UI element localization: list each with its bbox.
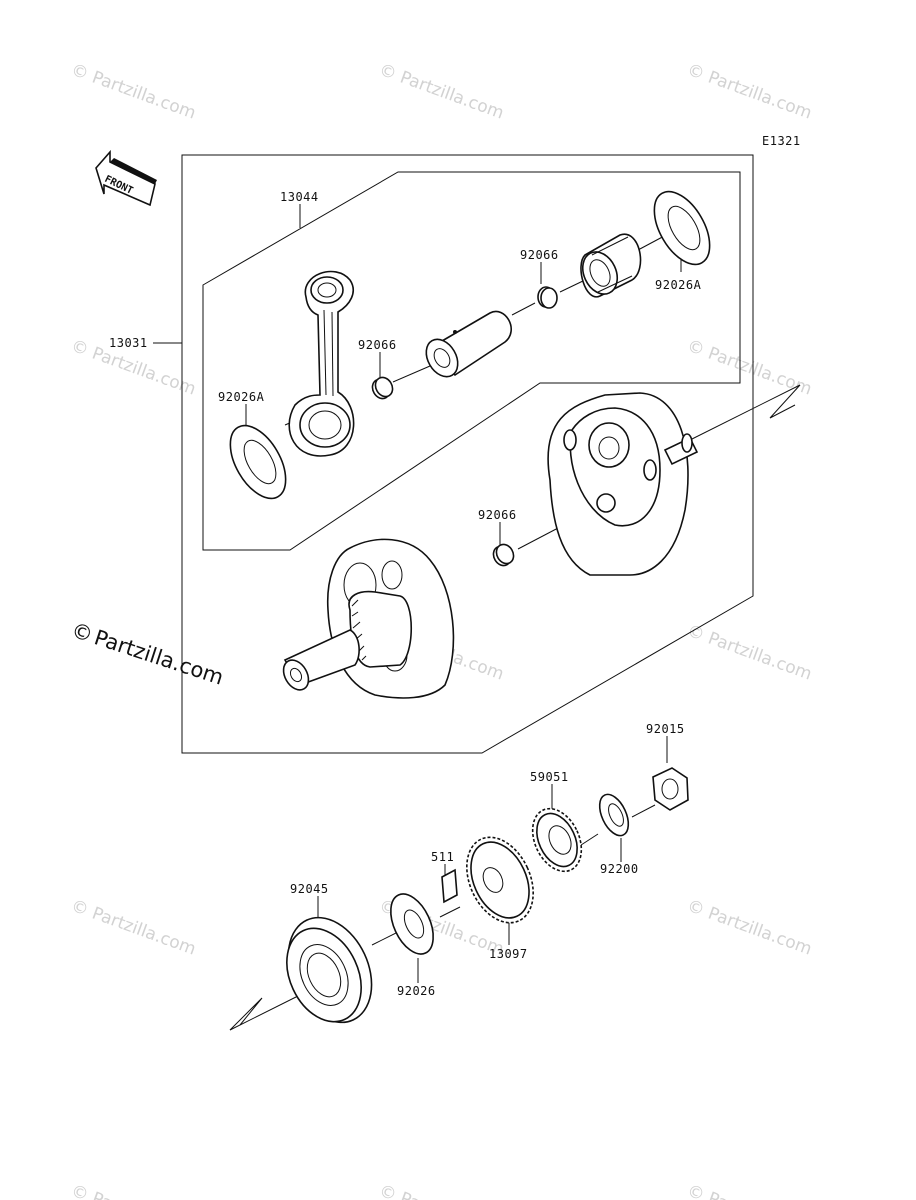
needle-bearing-low: [492, 543, 515, 567]
nut: [652, 767, 689, 811]
gear-large: [466, 836, 534, 924]
label-92026A-right: 92026A: [655, 278, 702, 292]
lock-washer: [598, 793, 630, 837]
rod-kit-outline: [202, 171, 741, 551]
label-92015: 92015: [646, 722, 685, 736]
connecting-rod: [288, 270, 355, 457]
front-arrow-icon: FRONT: [95, 149, 157, 207]
label-59051: 59051: [530, 770, 569, 784]
needle-bearing-small: [537, 286, 558, 309]
watermark: © Partzilla.com: [68, 60, 198, 124]
watermark: © Partzilla.com: [684, 621, 814, 685]
watermark: © Partzilla.com: [684, 1181, 814, 1200]
crankshaft-left-half: [282, 538, 455, 699]
watermark: © Partzilla.com: [68, 896, 198, 960]
thrust-washer-left: [229, 424, 287, 500]
leader-lines: [153, 204, 682, 983]
needle-bearing-mid: [371, 376, 394, 400]
label-92026A-left: 92026A: [218, 390, 265, 404]
gear-small: [531, 807, 583, 873]
label-92066-low: 92066: [478, 508, 517, 522]
label-92045: 92045: [290, 882, 329, 896]
label-92066-top: 92066: [520, 248, 559, 262]
partzilla-watermark-large: © Partzilla.com: [68, 618, 226, 690]
diagram-code: E1321: [762, 134, 801, 148]
watermark: © Partzilla.com: [68, 1181, 198, 1200]
watermark: © Partzilla.com: [684, 896, 814, 960]
label-13097: 13097: [489, 947, 528, 961]
watermark: © Partzilla.com: [376, 60, 506, 124]
woodruff-key: [441, 868, 458, 904]
label-13044: 13044: [280, 190, 319, 204]
partzilla-text: Partzilla.com: [91, 625, 226, 689]
assembly-outline: [181, 154, 754, 754]
label-92026: 92026: [397, 984, 436, 998]
watermark: © Partzilla.com: [684, 60, 814, 124]
needle-roller-bearing: [580, 233, 642, 298]
watermark: © Partzilla.com: [376, 1181, 506, 1200]
label-92200: 92200: [600, 862, 639, 876]
crankshaft-right-half: [547, 392, 699, 576]
crank-pin: [425, 310, 512, 378]
label-511: 511: [431, 850, 454, 864]
label-92066-mid: 92066: [358, 338, 397, 352]
washer: [390, 893, 434, 955]
part-labels: 13031 13044 92066 92026A 92066 92026A 92…: [109, 190, 702, 998]
copyright-symbol: ©: [68, 618, 95, 647]
label-13031: 13031: [109, 336, 148, 350]
ball-bearing: [286, 916, 373, 1024]
thrust-washer-right: [653, 190, 711, 266]
